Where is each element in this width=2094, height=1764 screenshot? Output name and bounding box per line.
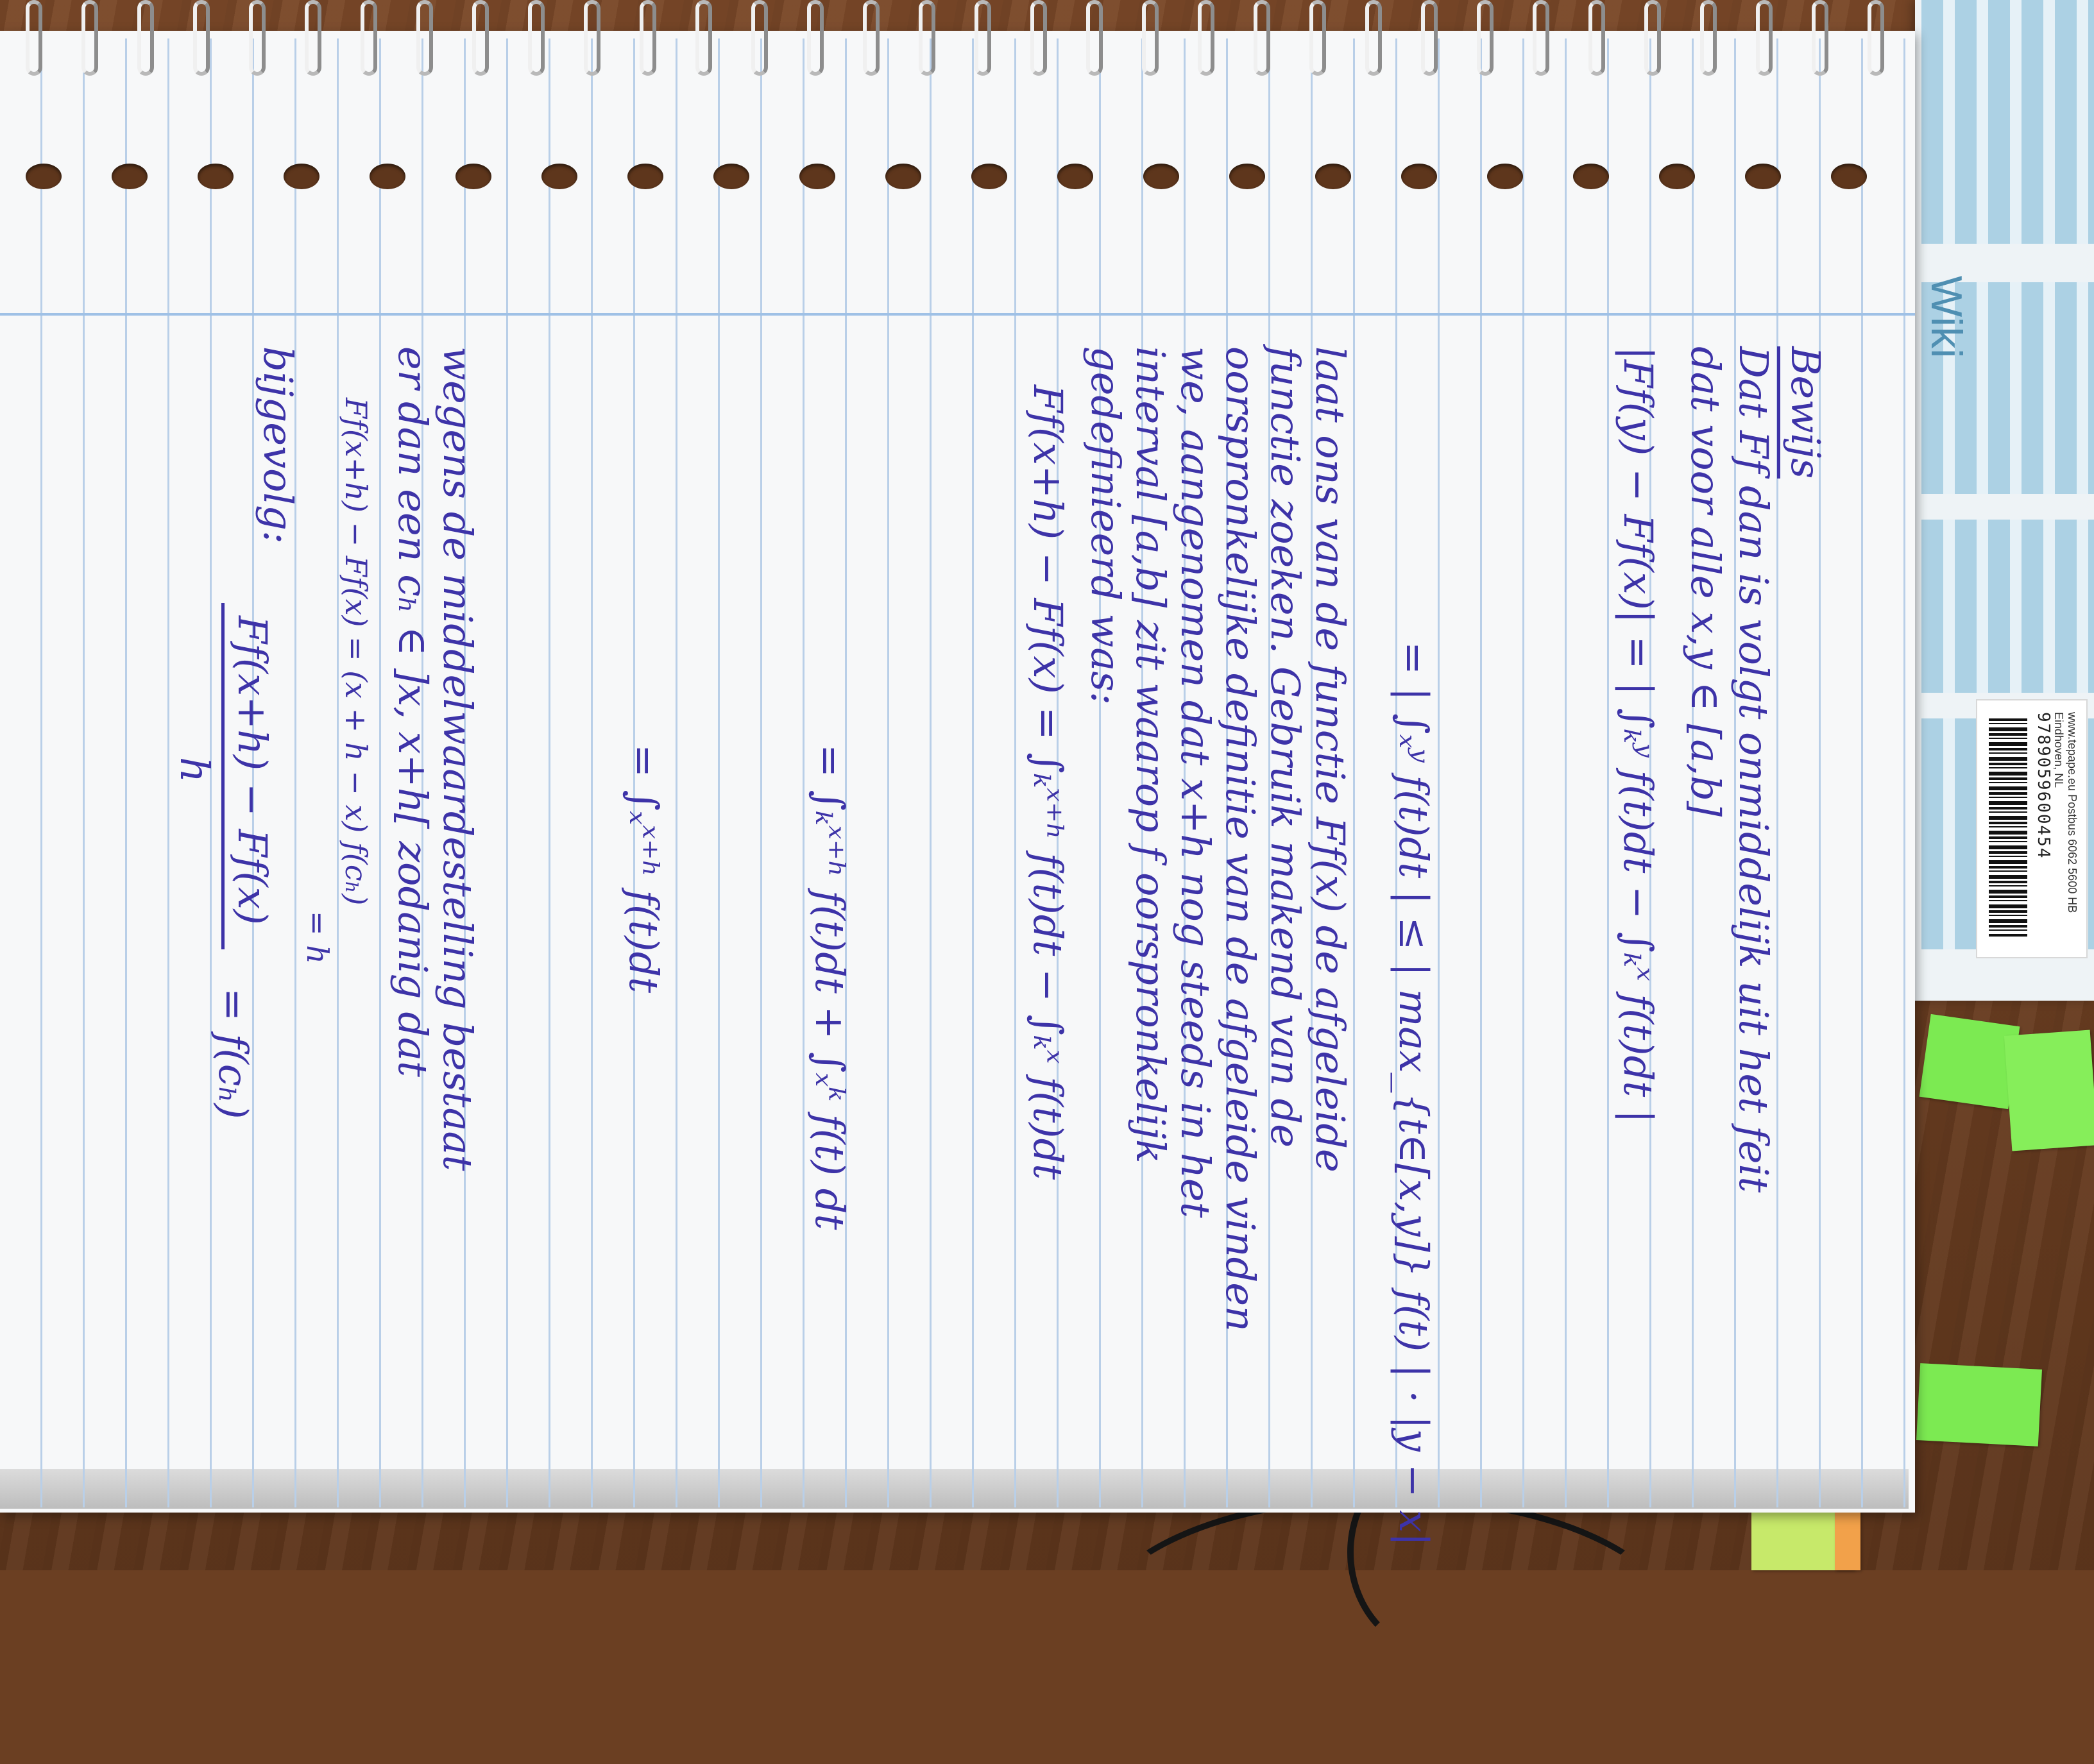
spiral-ring xyxy=(1309,0,1326,76)
spiral-ring xyxy=(1756,0,1773,76)
spiral-ring xyxy=(416,0,433,76)
ruled-lines xyxy=(0,38,1915,1507)
sticky-note xyxy=(2004,1030,2094,1151)
punch-hole xyxy=(1057,164,1093,189)
barcode-number: 9789059600454 xyxy=(2034,712,2053,860)
publisher-text: www.tepape.eu Postbus 6062 5600 HB Eindh… xyxy=(2052,712,2079,913)
sticky-note xyxy=(1919,1013,2020,1110)
punch-hole xyxy=(1831,164,1867,189)
note-line-9: interval [a,b] zit waarop f oorspronkeli… xyxy=(1127,346,1174,1164)
spiral-ring xyxy=(1533,0,1549,76)
punch-hole xyxy=(370,164,405,189)
punch-hole xyxy=(1659,164,1695,189)
punch-hole xyxy=(1573,164,1609,189)
spiral-ring xyxy=(26,0,42,76)
punch-hole xyxy=(1487,164,1523,189)
note-line-17: = h xyxy=(300,911,335,964)
fraction-result: = f(cₕ) xyxy=(210,988,257,1119)
punch-hole xyxy=(1315,164,1351,189)
spiral-ring xyxy=(640,0,656,76)
spiral-ring xyxy=(1030,0,1047,76)
spiral-ring xyxy=(81,0,98,76)
note-title: Bewijs xyxy=(1777,346,1829,479)
note-line-18: bijgevolg: xyxy=(255,346,302,544)
punch-hole xyxy=(1143,164,1179,189)
spiral-ring xyxy=(751,0,768,76)
spiral-ring xyxy=(1254,0,1270,76)
note-line-3: |Ff(y) − Ff(x)| = | ∫ₖʸ f(t)dt − ∫ₖˣ f(t… xyxy=(1615,346,1662,1123)
note-line-12: = ∫ₖˣ⁺ʰ f(t)dt + ∫ₓᵏ f(t) dt xyxy=(806,744,853,1230)
punch-hole xyxy=(198,164,234,189)
spiral-ring xyxy=(193,0,210,76)
note-line-10: gedefinieerd was: xyxy=(1082,346,1129,706)
note-line-13: = ∫ₓˣ⁺ʰ f(t)dt xyxy=(620,744,667,994)
spiral-ring xyxy=(1365,0,1382,76)
spiral-ring xyxy=(584,0,600,76)
note-line-2: dat voor alle x,y ∈ [a,b] xyxy=(1682,346,1729,817)
spiral-ring xyxy=(1812,0,1828,76)
note-line-4: = | ∫ₓʸ f(t)dt | ≤ | max_{t∈[x,y]} f(t) … xyxy=(1390,641,1437,1547)
margin-line xyxy=(0,313,1915,316)
punch-hole xyxy=(627,164,663,189)
note-line-6: functie zoeken. Gebruik makend van de xyxy=(1262,346,1309,1148)
spiral-ring xyxy=(1868,0,1884,76)
note-line-5: laat ons van de functie Ff(x) de afgelei… xyxy=(1307,346,1354,1173)
spiral-ring xyxy=(1700,0,1717,76)
spiral-ring xyxy=(1142,0,1159,76)
spiral-ring xyxy=(695,0,712,76)
punch-hole xyxy=(26,164,62,189)
punch-hole xyxy=(885,164,921,189)
punch-hole xyxy=(541,164,577,189)
fraction-bar xyxy=(221,603,225,949)
note-line-16: Ff(x+h) − Ff(x) = (x + h − x) f(cₕ) xyxy=(339,398,373,906)
photo-scene: Wiki 9789059600454 www.tepape.eu Postbus… xyxy=(0,0,2094,1655)
spiral-ring xyxy=(137,0,154,76)
note-line-7: oorspronkelijke definitie van de afgelei… xyxy=(1217,346,1264,1332)
spiral-ring xyxy=(472,0,489,76)
note-line-1: Dat Ff dan is volgt onmiddelijk uit het … xyxy=(1730,346,1777,1193)
spiral-ring xyxy=(1198,0,1214,76)
spiral-ring xyxy=(528,0,545,76)
punch-hole xyxy=(284,164,319,189)
punch-hole xyxy=(112,164,148,189)
punch-hole xyxy=(455,164,491,189)
punch-hole xyxy=(799,164,835,189)
spiral-ring xyxy=(249,0,266,76)
spiral-ring xyxy=(361,0,377,76)
punch-hole xyxy=(713,164,749,189)
spiral-ring xyxy=(863,0,880,76)
spiral-ring xyxy=(1086,0,1103,76)
fraction-numerator: Ff(x+h) − Ff(x) xyxy=(229,616,276,925)
spiral-ring xyxy=(1588,0,1605,76)
side-wiki-text: Wiki xyxy=(1922,276,1971,359)
sticky-note xyxy=(1916,1363,2043,1446)
spiral-ring xyxy=(975,0,991,76)
note-line-14: wegens de middelwaardestelling bestaat xyxy=(434,346,481,1171)
punch-hole xyxy=(1401,164,1437,189)
barcode xyxy=(1989,718,2027,937)
black-cable-2 xyxy=(1347,1450,1527,1655)
note-line-15: er dan een cₕ ∈ ]x, x+h[ zodanig dat xyxy=(389,346,436,1077)
punch-hole xyxy=(971,164,1007,189)
spiral-ring xyxy=(1477,0,1494,76)
spiral-ring xyxy=(305,0,321,76)
punch-hole xyxy=(1229,164,1265,189)
note-line-11: Ff(x+h) − Ff(x) = ∫ₖˣ⁺ʰ f(t)dt − ∫ₖˣ f(t… xyxy=(1025,385,1071,1180)
spiral-ring xyxy=(919,0,935,76)
fraction-denominator: h xyxy=(171,757,218,783)
spiral-ring xyxy=(1421,0,1438,76)
punch-hole xyxy=(1745,164,1781,189)
spiral-ring xyxy=(1644,0,1661,76)
spiral-ring xyxy=(807,0,824,76)
note-line-8: we, aangenomen dat x+h nog steeds in het xyxy=(1172,346,1219,1218)
